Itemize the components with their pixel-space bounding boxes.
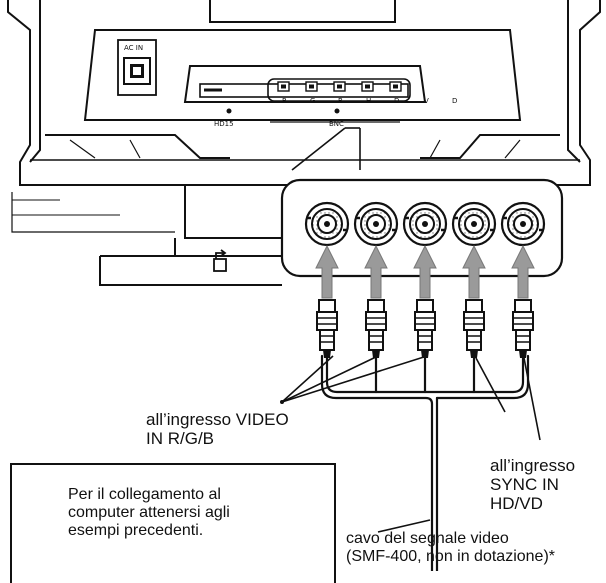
cable-label: cavo del segnale video (SMF-400, non in … — [346, 530, 555, 566]
up-arrow-icon — [413, 244, 437, 299]
video-cable-harness — [320, 354, 530, 571]
sync-input-label: all’ingresso SYNC IN HD/VD — [490, 456, 575, 513]
ac-in-socket — [117, 39, 157, 96]
input-switch-icons — [226, 108, 340, 114]
note-box — [10, 463, 336, 583]
up-arrow-icon — [462, 244, 486, 299]
sync-input-label-line1: all’ingresso — [490, 456, 576, 475]
ac-in-label: AC IN — [124, 44, 144, 52]
insert-arrows — [315, 244, 535, 299]
bnc-connector-icon — [353, 201, 399, 247]
bnc-connector-icon — [304, 201, 350, 247]
small-bnc-port — [361, 81, 374, 92]
bnc-connector-icon — [451, 201, 497, 247]
bnc-plug-icon — [463, 299, 485, 358]
bnc-connector-icon — [500, 201, 546, 247]
port-letter-r: R — [282, 97, 287, 105]
up-arrow-icon — [315, 244, 339, 299]
up-arrow-icon — [511, 244, 535, 299]
small-bnc-port — [305, 81, 318, 92]
note-text: Per il collegamento al computer atteners… — [68, 486, 230, 540]
zoom-callout-lines — [291, 127, 361, 171]
bnc-cable-plugs — [316, 299, 534, 358]
bnc-plug-icon — [512, 299, 534, 358]
input1-label: HD15 — [214, 120, 234, 128]
video-input-label: all’ingresso VIDEO IN R/G/B — [146, 410, 289, 448]
small-bnc-port — [389, 81, 402, 92]
port-letter-g: G — [310, 97, 316, 105]
extra-letter-d: D — [452, 97, 458, 105]
pointer-dots — [280, 400, 284, 404]
monitor-stand — [11, 185, 282, 286]
note-line2: computer attenersi agli — [68, 504, 230, 521]
port-letter-b: B — [338, 97, 343, 105]
sync-input-label-line2: SYNC IN — [490, 475, 559, 494]
small-bnc-ports — [277, 81, 402, 92]
up-arrow-icon — [364, 244, 388, 299]
monitor-back — [7, 0, 601, 186]
rear-input-panel — [199, 78, 411, 102]
note-line1: Per il collegamento al — [68, 486, 221, 503]
input2-label: BNC — [329, 120, 344, 128]
port-letter-h: H — [366, 97, 372, 105]
extra-letter-v: V — [424, 97, 429, 105]
video-input-label-line2: IN R/G/B — [146, 429, 215, 448]
cable-label-line1: cavo del segnale video — [346, 530, 509, 547]
bnc-plug-icon — [414, 299, 436, 358]
cable-label-line2: (SMF-400, non in dotazione)* — [346, 548, 555, 565]
bnc-panel-connectors — [304, 201, 546, 247]
stand-lock-icon — [213, 249, 227, 272]
note-line3: esempi precedenti. — [68, 522, 204, 539]
video-input-label-line1: all’ingresso VIDEO — [146, 410, 289, 429]
small-bnc-port — [277, 81, 290, 92]
connection-diagram — [7, 0, 601, 571]
port-letter-d: D — [394, 97, 400, 105]
small-bnc-port — [333, 81, 346, 92]
bnc-connector-icon — [402, 201, 448, 247]
bnc-plug-icon — [365, 299, 387, 358]
sync-input-label-line3: HD/VD — [490, 494, 543, 513]
bnc-plug-icon — [316, 299, 338, 358]
callout-pointers — [281, 355, 541, 533]
